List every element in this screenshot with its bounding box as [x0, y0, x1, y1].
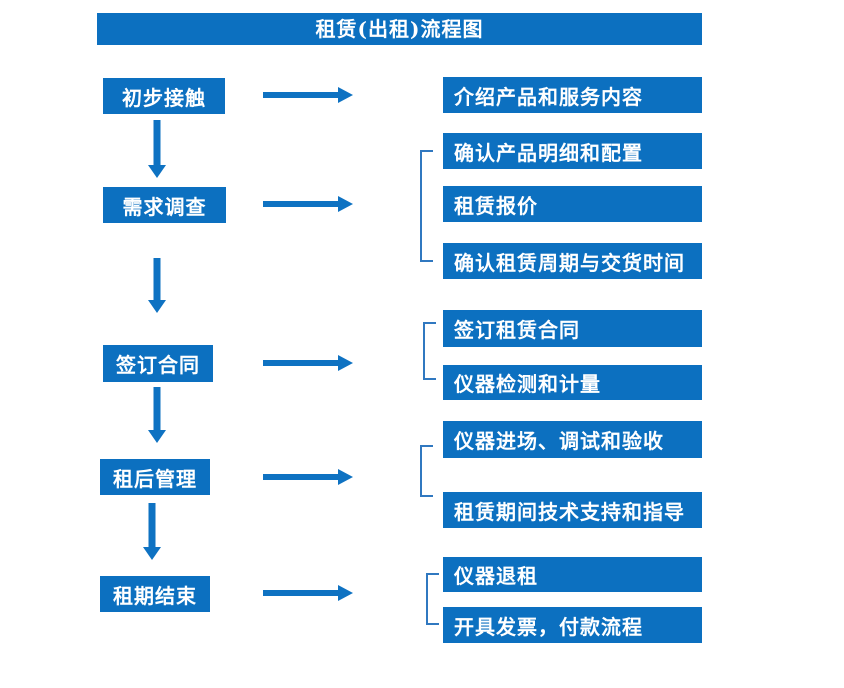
arrow-stage5-to-outputs [263, 585, 353, 601]
arrow-stage3-to-outputs [263, 355, 353, 371]
stage-box-sign-contract: 签订合同 [103, 345, 213, 382]
output-box-introduce-products: 介绍产品和服务内容 [443, 77, 702, 113]
output-box-sign-rental-contract: 签订租赁合同 [443, 310, 702, 347]
bracket-stage3-outputs [423, 322, 436, 380]
bracket-stage2-outputs [420, 150, 433, 262]
arrow-stage2-to-outputs [263, 196, 353, 212]
output-box-invoice-payment: 开具发票，付款流程 [443, 607, 702, 643]
output-box-instrument-return: 仪器退租 [443, 557, 702, 592]
output-box-confirm-product-details: 确认产品明细和配置 [443, 133, 702, 169]
bracket-stage4-outputs [420, 445, 433, 497]
output-box-rental-quote: 租赁报价 [443, 186, 702, 222]
stage-box-rental-end: 租期结束 [100, 576, 210, 612]
output-box-technical-support: 租赁期间技术支持和指导 [443, 492, 702, 528]
output-box-instrument-setup-acceptance: 仪器进场、调试和验收 [443, 421, 702, 458]
bracket-stage5-outputs [426, 573, 439, 625]
stage-box-demand-survey: 需求调查 [103, 187, 226, 223]
arrow-stage4-to-outputs [263, 469, 353, 485]
output-box-confirm-period-delivery: 确认租赁周期与交货时间 [443, 243, 702, 279]
stage-box-post-rental-management: 租后管理 [100, 459, 210, 495]
stage-box-initial-contact: 初步接触 [103, 78, 225, 114]
output-box-instrument-testing: 仪器检测和计量 [443, 365, 702, 400]
arrow-stage2-to-stage3 [148, 258, 166, 313]
arrow-stage3-to-stage4 [148, 387, 166, 443]
page-title: 租赁(出租)流程图 [97, 13, 702, 45]
arrow-stage1-to-outputs [263, 87, 353, 103]
arrow-stage1-to-stage2 [148, 120, 166, 178]
arrow-stage4-to-stage5 [143, 503, 161, 560]
